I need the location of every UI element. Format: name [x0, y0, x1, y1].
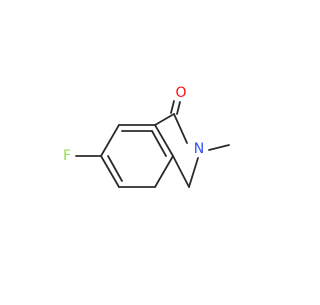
- bond-c1-n2: [173, 113, 188, 144]
- molecule-drawing: O N F: [63, 85, 230, 188]
- bond-c3-c3a: [172, 155, 190, 188]
- bond-c3a-c7a-inner: [151, 130, 167, 157]
- fluorine-label: F: [63, 148, 71, 164]
- bond-c6-c5-inner: [107, 155, 123, 182]
- structure-canvas: O N F: [63, 85, 230, 188]
- bonds: [75, 100, 230, 188]
- bond-c3a-c7a: [154, 124, 174, 157]
- bond-c7-c6: [100, 124, 120, 157]
- bond-c7a-c1: [154, 113, 175, 126]
- nitrogen-label: N: [194, 141, 204, 157]
- atom-labels: O N F: [63, 85, 204, 164]
- oxygen-label: O: [175, 85, 186, 101]
- bond-n2-c3: [188, 157, 199, 188]
- bond-n2-methyl: [208, 144, 230, 151]
- bond-c4-c3a: [154, 155, 174, 188]
- bond-c6-c5: [100, 155, 120, 188]
- bond-c1-o-b: [170, 100, 175, 114]
- bond-c1-o-a: [176, 101, 181, 115]
